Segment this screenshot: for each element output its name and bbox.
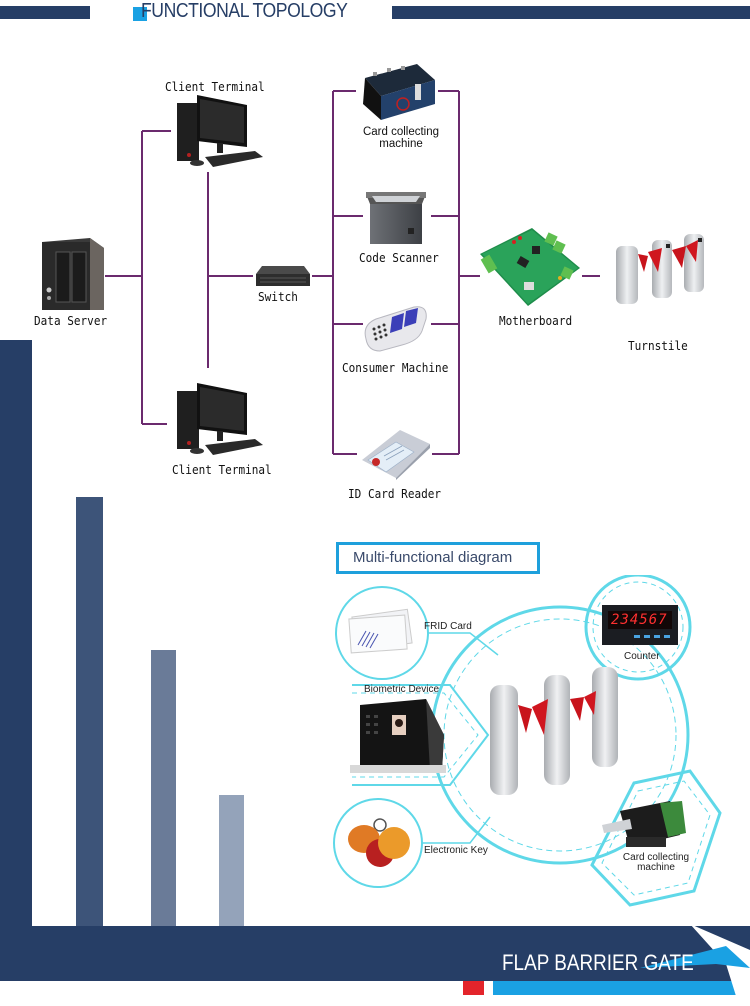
footer-red-block [463,981,484,995]
multifunctional-diagram [333,575,722,907]
counter-ring [584,575,692,681]
turnstile-icon [616,234,704,304]
page-title: FUNCTIONAL TOPOLOGY [141,0,348,22]
switch-icon [256,266,310,286]
counter-icon [602,605,678,645]
decor-bar-3 [151,650,176,940]
footer-band [0,926,750,981]
data-server-icon [42,238,104,310]
label-id-card-reader: ID Card Reader [348,487,442,501]
client-terminal-bottom-icon [177,383,263,455]
label-turnstile: Turnstile [628,339,688,353]
footer-title: FLAP BARRIER GATE [502,950,694,975]
label-card-collecting-line1: Card collecting [362,126,440,138]
consumer-machine-icon [364,306,427,352]
decor-bar-2 [76,497,103,937]
label-card-collecting-small-line1: Card collecting [622,852,690,863]
label-client-terminal-top: Client Terminal [165,80,265,94]
label-code-scanner: Code Scanner [359,251,439,265]
label-counter: Counter [624,651,660,662]
label-card-collecting-machine-small: Card collecting machine [620,853,692,873]
card-collecting-hexagon [590,769,722,907]
label-card-collecting-small-line2: machine [637,862,675,873]
central-turnstile-icon [490,667,618,795]
header-bar-right [392,6,750,19]
label-frid-card: FRID Card [424,621,472,632]
label-consumer-machine: Consumer Machine [342,361,449,375]
biometric-device-icon [350,699,446,773]
footer-plane-graphic [640,924,750,996]
label-electronic-key: Electronic Key [424,845,488,856]
header-accent-square [133,7,147,21]
multifunctional-title: Multi-functional diagram [353,549,513,566]
client-terminal-top-icon [177,95,263,167]
electronic-key-icon [348,818,410,867]
multifunctional-title-box: Multi-functional diagram [336,542,540,574]
id-card-reader-icon [362,430,430,480]
label-motherboard: Motherboard [499,314,573,328]
label-data-server: Data Server [34,314,108,328]
motherboard-icon [480,228,580,306]
label-biometric-device: Biometric Device [364,684,440,695]
footer-blue-stripe [493,981,750,995]
decor-bar-1 [0,340,32,940]
decor-bar-4 [219,795,244,935]
header-bar-left [0,6,90,19]
label-card-collecting-line2: machine [379,138,423,150]
label-switch: Switch [258,290,298,304]
label-card-collecting-machine: Card collecting machine [356,126,446,150]
counter-display: 234567 [611,612,668,628]
card-collecting-machine-icon [363,64,435,120]
code-scanner-icon [366,192,426,244]
card-collecting-machine-small-icon [602,801,686,847]
label-client-terminal-bottom: Client Terminal [172,463,272,477]
frid-card-icon [348,608,413,654]
topology-connections [105,90,600,455]
